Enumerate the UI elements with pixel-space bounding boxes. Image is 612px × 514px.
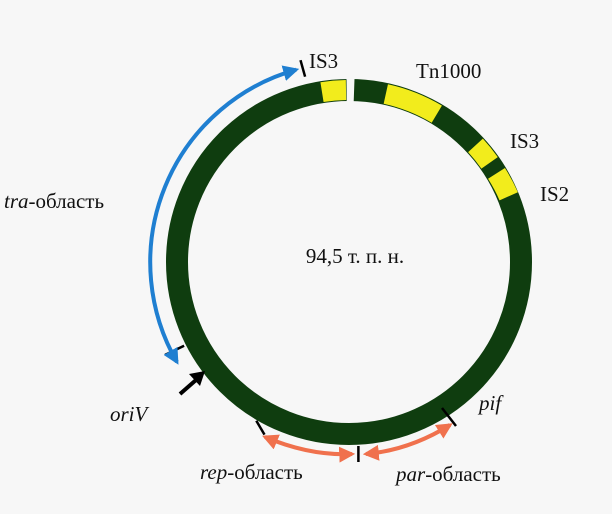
par-region-label: par-область <box>394 462 501 486</box>
oriv-pointer-arrowhead <box>189 371 205 386</box>
tn1000-element <box>383 84 442 123</box>
size-label: 94,5 т. п. н. <box>306 244 404 268</box>
rep-italic: rep <box>200 460 227 484</box>
tick-rep-start <box>255 420 266 436</box>
is3-top-element <box>320 80 347 102</box>
tra-region-arrow <box>148 65 300 365</box>
is2-element <box>487 168 518 201</box>
is3-right-element <box>468 138 498 169</box>
oriv-label: oriV <box>110 402 150 426</box>
tra-rest: -область <box>29 189 105 213</box>
rep-region-label: rep-область <box>200 460 303 484</box>
par-italic: par <box>394 462 426 486</box>
tra-region-label: tra-область <box>4 189 104 213</box>
rep-rest: -область <box>227 460 303 484</box>
tick-is3-top <box>299 59 307 78</box>
tn1000-label: Tn1000 <box>416 59 481 83</box>
tick-pif <box>441 407 457 427</box>
is3-right-label: IS3 <box>510 129 539 153</box>
rep-region-arrow <box>262 434 356 463</box>
pif-label: pif <box>477 391 504 415</box>
is3-top-label: IS3 <box>309 49 338 73</box>
tra-italic: tra <box>4 189 29 213</box>
par-region-arrow <box>362 423 453 461</box>
is2-label: IS2 <box>540 182 569 206</box>
par-rest: -область <box>425 462 501 486</box>
oriv-pointer-arrow <box>178 378 198 396</box>
